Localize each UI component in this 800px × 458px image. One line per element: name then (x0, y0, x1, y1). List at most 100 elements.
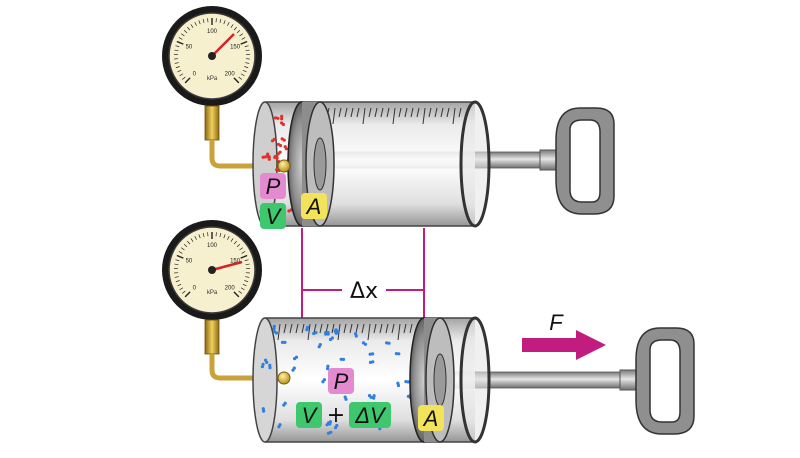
gauge-tick (202, 232, 205, 238)
gauge-tick (245, 276, 250, 278)
gas-particle (265, 360, 269, 364)
gauge-tick (175, 259, 180, 262)
scale-mark (403, 323, 407, 334)
valve-knob (277, 159, 291, 173)
gauge-tick (178, 37, 183, 40)
gas-particle (326, 431, 331, 435)
gauge-tick (242, 283, 247, 287)
gas-particle (317, 345, 321, 349)
scale-mark (338, 107, 342, 118)
gauge-tick (244, 45, 249, 48)
scale-mark (350, 107, 354, 118)
gas-particle (385, 341, 389, 345)
gas-particle (368, 360, 373, 364)
gauge-tick (227, 235, 230, 240)
gauge-tick-label: 100 (207, 243, 218, 249)
gas-particle (266, 152, 270, 156)
scale-mark (434, 107, 438, 118)
gauge-tick (176, 254, 184, 259)
gauge-tick (181, 76, 186, 80)
pressure-label: P (334, 369, 349, 394)
gauge-tick (233, 26, 237, 31)
scale-mark (355, 323, 359, 334)
gauge-tick (240, 73, 245, 77)
gas-particle (341, 357, 346, 361)
gas-particle (287, 209, 291, 213)
gas-particle (326, 364, 330, 368)
gauge-tick (219, 18, 222, 24)
gauge-fitting (204, 319, 220, 355)
gas-particle (324, 331, 328, 335)
gauge-tick (223, 20, 226, 25)
gas-particle (270, 139, 275, 143)
scale-mark (416, 107, 420, 118)
gauge-tick (174, 276, 179, 278)
scale-mark (410, 107, 414, 118)
gas-particle (262, 409, 266, 413)
gauge-tick (239, 247, 243, 251)
scale-mark (379, 323, 383, 334)
scale-mark (398, 107, 402, 118)
gas-particle (396, 383, 401, 388)
gas-particle (371, 352, 375, 356)
volume-box (296, 402, 322, 428)
pressure-label: P (266, 174, 281, 199)
gauge-tick (190, 24, 194, 28)
gas-particle (372, 394, 376, 398)
scale-mark (349, 323, 353, 334)
scale-mark (386, 107, 390, 118)
scale-mark (331, 323, 335, 334)
scale-mark (374, 107, 378, 118)
gas-particle (272, 327, 276, 331)
gauge-tick-label: 0 (193, 72, 197, 78)
scale-mark (313, 323, 317, 334)
plus-sign: + (327, 403, 345, 428)
gauge-tick (240, 254, 248, 259)
gauge-tick (239, 33, 243, 37)
gas-particle (339, 357, 343, 361)
gauge-tick (177, 69, 182, 73)
gauge-tick-label: 100 (207, 29, 218, 35)
gauge-tick (174, 62, 179, 64)
gauge-tick-label: 200 (225, 286, 236, 292)
gas-particle (291, 368, 295, 372)
gauge-tick (230, 238, 234, 242)
gauge-tick-label: 150 (230, 258, 241, 264)
gauge-tick (245, 62, 250, 64)
gas-particle (363, 342, 368, 346)
gauge-tick (179, 73, 184, 77)
scale-mark (362, 107, 366, 125)
scale-mark (373, 323, 377, 334)
scale-mark (385, 323, 389, 334)
gas-particle (274, 331, 278, 335)
area-label: A (422, 406, 439, 431)
volume-box (260, 203, 286, 229)
scale-mark (397, 323, 401, 341)
gauge-tick (175, 45, 180, 48)
gauge-tick (187, 26, 191, 31)
scale-mark (356, 107, 360, 118)
gas-particle (354, 334, 358, 338)
gauge-tick (194, 235, 197, 240)
gauge-tick (176, 40, 184, 45)
gauge-tick (174, 263, 179, 266)
gauge-tick (187, 240, 191, 245)
gauge-tick (230, 24, 234, 28)
gauge-tick (184, 291, 191, 298)
scale-mark (295, 323, 299, 334)
gas-particle (372, 396, 376, 400)
gas-particle (280, 340, 285, 344)
scale-mark (332, 107, 336, 125)
gas-particle (325, 423, 329, 427)
gas-particle (369, 395, 373, 399)
gauge-tick (175, 280, 180, 283)
scale-mark (307, 323, 311, 341)
gauge-tick (223, 234, 226, 239)
gas-particle (404, 380, 408, 384)
delta-volume-box (349, 402, 391, 428)
gas-particle (321, 380, 325, 384)
gas-particle (273, 116, 278, 120)
